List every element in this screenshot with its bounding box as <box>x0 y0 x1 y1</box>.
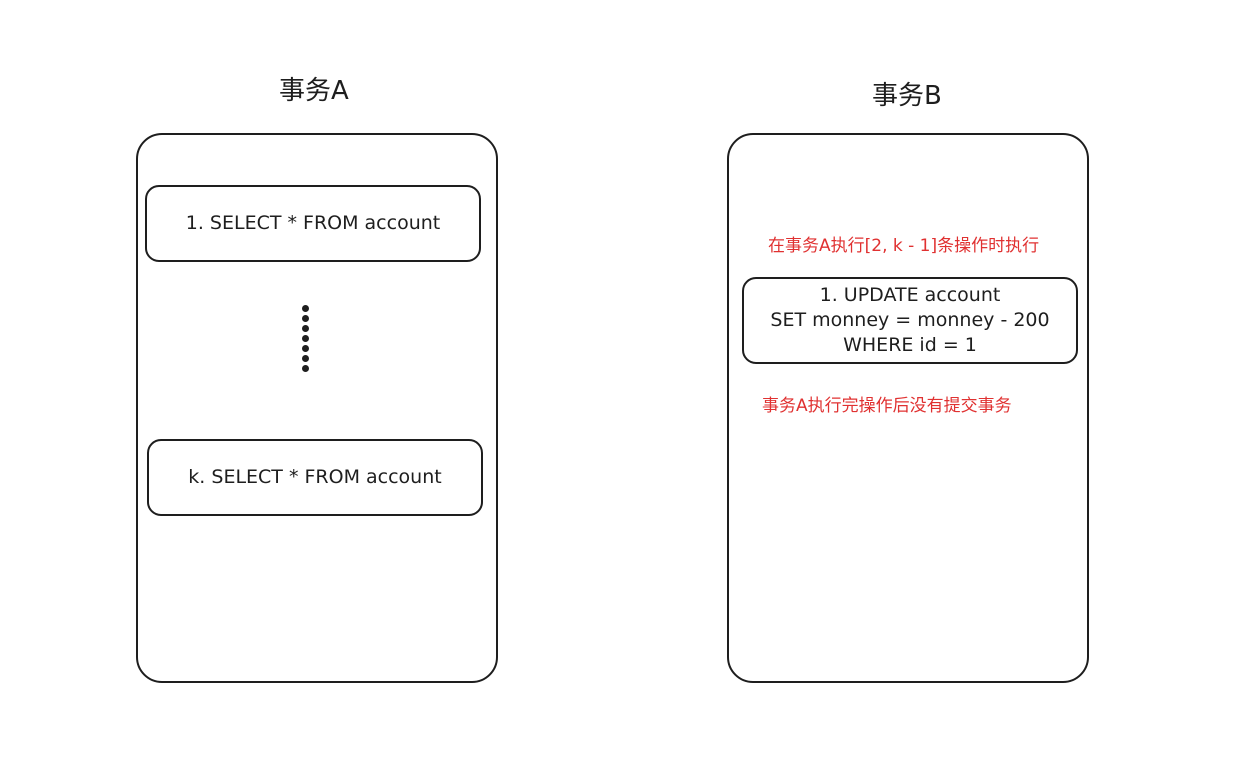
transaction-a-title: 事务A <box>279 76 349 106</box>
transaction-b-title: 事务B <box>872 81 942 111</box>
ellipsis-dots-icon <box>300 305 310 375</box>
transaction-b-panel <box>727 133 1089 683</box>
transaction-b-statement: 1. UPDATE account SET monney = monney - … <box>742 277 1078 364</box>
dot <box>302 315 309 322</box>
transaction-b-note-before: 在事务A执行[2, k - 1]条操作时执行 <box>768 236 1040 256</box>
dot <box>302 345 309 352</box>
transaction-b-note-after: 事务A执行完操作后没有提交事务 <box>762 396 1012 416</box>
dot <box>302 335 309 342</box>
statement-text: 1. SELECT * FROM account <box>185 212 441 234</box>
statement-text: k. SELECT * FROM account <box>188 466 442 488</box>
transaction-a-statement-first: 1. SELECT * FROM account <box>145 185 481 262</box>
statement-line: WHERE id = 1 <box>843 334 977 356</box>
dot <box>302 325 309 332</box>
dot <box>302 365 309 372</box>
transaction-a-panel <box>136 133 498 683</box>
transaction-a-statement-last: k. SELECT * FROM account <box>147 439 483 516</box>
statement-line: SET monney = monney - 200 <box>770 309 1050 331</box>
statement-line: 1. UPDATE account <box>819 284 1001 306</box>
dot <box>302 305 309 312</box>
dot <box>302 355 309 362</box>
